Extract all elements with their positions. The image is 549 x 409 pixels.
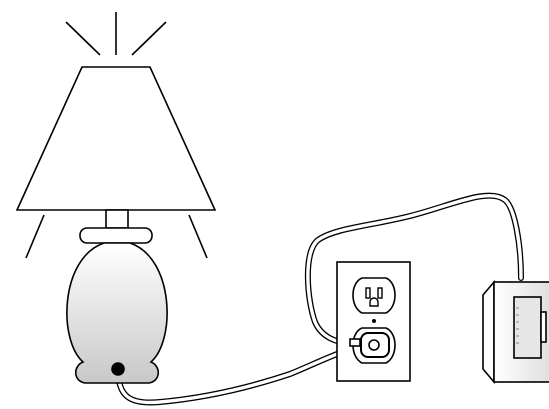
light-ray-bottom-left <box>26 215 44 258</box>
outlet-slot-left <box>366 288 370 298</box>
outlet-ground-hole <box>370 298 378 306</box>
timer-side <box>483 282 494 382</box>
timer-dial-edge <box>541 312 546 342</box>
wall-outlet <box>337 262 410 381</box>
outlet-screw <box>372 319 376 323</box>
lamp-shade <box>17 67 215 210</box>
timer-window <box>514 297 541 358</box>
lamp <box>17 67 215 383</box>
light-ray-top-right <box>132 22 166 55</box>
outlet-slot-right <box>378 288 382 298</box>
light-ray-bottom-right <box>189 215 207 258</box>
outlet-receptacle-top <box>353 278 395 313</box>
lamp-neck <box>106 210 128 228</box>
lamp-plug-cord-end <box>369 340 379 350</box>
lamp-collar <box>80 228 152 243</box>
lamp-base <box>67 243 167 383</box>
timer-plug-prong <box>350 339 360 346</box>
plug-in-timer <box>483 282 549 382</box>
light-ray-top-left <box>66 22 100 55</box>
lamp-cord-grommet <box>112 363 124 375</box>
